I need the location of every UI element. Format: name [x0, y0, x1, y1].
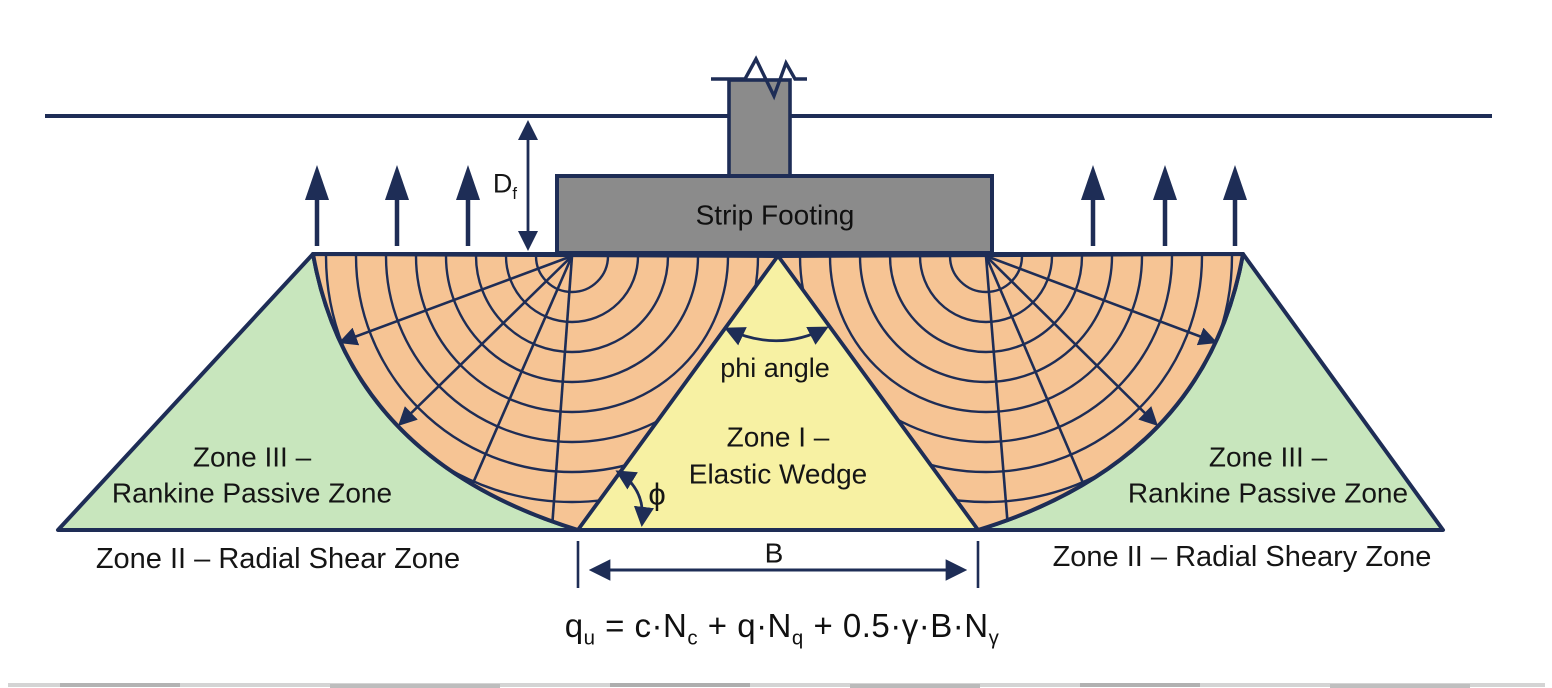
- left-fan-radial-arrows: [338, 254, 573, 426]
- df-label-main: D: [492, 168, 513, 199]
- b-dimension: [576, 541, 980, 588]
- eq-qnq: + q·N: [698, 606, 792, 644]
- zone1-label-line1: Zone I –: [726, 421, 830, 453]
- eq-sub-gamma: γ: [988, 626, 1000, 650]
- eq-sub-u: u: [583, 626, 596, 650]
- up-arrow-icon: [1081, 165, 1105, 246]
- eq-sub-q: q: [791, 626, 804, 650]
- eq-q: q: [564, 606, 584, 644]
- zone1-label-line2: Elastic Wedge: [688, 458, 868, 490]
- zone3-left-label-line1: Zone III –: [192, 441, 312, 473]
- bearing-capacity-equation: qu = c·Nc + q·Nq + 0.5·γ·B·Nγ: [564, 606, 1000, 650]
- eq-sub-c: c: [687, 626, 699, 650]
- column-break-icon: [711, 55, 807, 101]
- eq-gamma-term: + 0.5·γ·B·N: [803, 606, 989, 644]
- strip-footing-label: Strip Footing: [695, 199, 855, 231]
- zone2-right-label: Zone II – Radial Sheary Zone: [1052, 540, 1432, 573]
- right-fan-radial-arrows: [985, 254, 1218, 426]
- phi-symbol-arc: [615, 470, 654, 528]
- eq-cnc: = c·N: [595, 606, 688, 644]
- zone3-right-label-line2: Rankine Passive Zone: [1127, 477, 1409, 509]
- df-label-sub: f: [512, 183, 518, 203]
- phi-angle-label: phi angle: [720, 352, 830, 383]
- df-label: Df: [492, 168, 518, 203]
- up-arrow-icon: [1223, 165, 1247, 246]
- zone2-left-label: Zone II – Radial Shear Zone: [95, 542, 461, 575]
- right-fan-radials: [984, 255, 1088, 529]
- left-fan-radials: [468, 255, 574, 529]
- surcharge-arrows: [305, 165, 1247, 246]
- strip-footing-block: [555, 174, 994, 255]
- zone3-left-label-line2: Rankine Passive Zone: [111, 477, 393, 509]
- bottom-edge-bar: [8, 683, 1545, 688]
- b-label: B: [764, 537, 784, 569]
- zone3-right-label-line1: Zone III –: [1208, 441, 1328, 473]
- up-arrow-icon: [1153, 165, 1177, 246]
- footing-column: [727, 78, 792, 182]
- phi-angle-arc: [724, 326, 829, 346]
- phi-symbol-label: ϕ: [648, 476, 666, 512]
- up-arrow-icon: [385, 165, 409, 246]
- up-arrow-icon: [305, 165, 329, 246]
- up-arrow-icon: [456, 165, 480, 246]
